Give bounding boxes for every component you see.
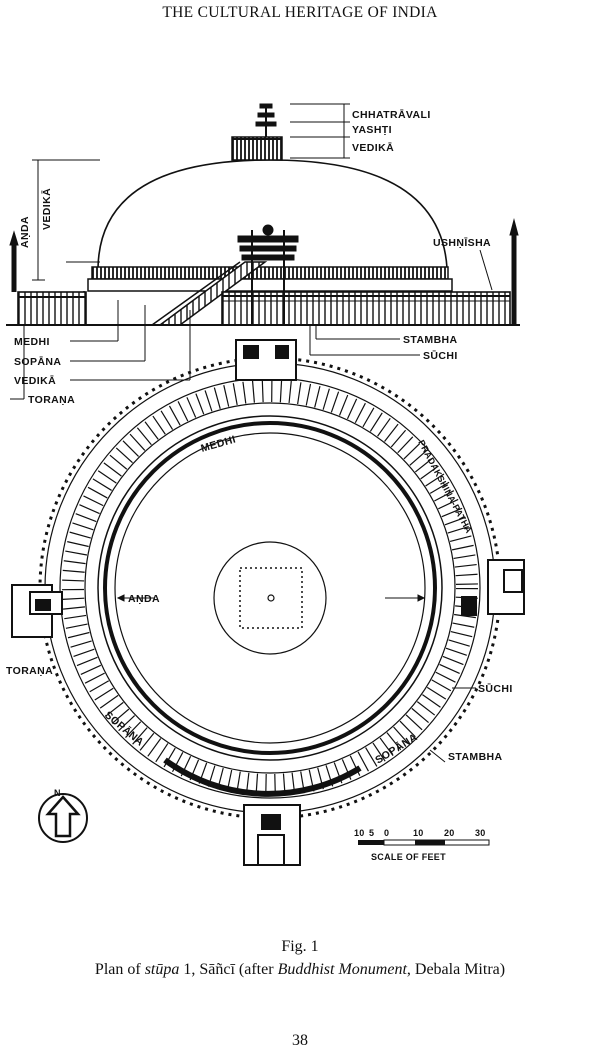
label-stambha-elev: STAMBHA: [403, 334, 458, 346]
north-arrow-icon: N: [38, 788, 88, 843]
label-vedika: VEDIKĀ: [14, 375, 56, 387]
label-torana: TORAṆA: [28, 394, 75, 406]
label-suchi-plan: SŪCHI: [478, 683, 513, 695]
sopana-plan: [163, 757, 362, 797]
plan-drawing: [11, 339, 525, 866]
label-ushnisha: USHṆĪSHA: [433, 237, 491, 249]
medhi-band: [91, 266, 449, 280]
harmika-circle: [213, 541, 327, 655]
harmika-vedika: [231, 136, 283, 161]
figure-caption: Plan of stūpa 1, Sāñcī (after Buddhist M…: [0, 961, 600, 979]
stambha-left: [9, 230, 19, 292]
label-torana-plan: TORAṆA: [6, 665, 53, 677]
scale-label: SCALE OF FEET: [371, 852, 446, 862]
caption-middle: 1, Sāñcī (after: [179, 961, 278, 978]
scale-tick: 30: [475, 828, 486, 838]
caption-prefix: Plan of: [94, 961, 145, 978]
scale-tick: 10: [354, 828, 365, 838]
label-anda-elevation: AṆDA: [19, 216, 31, 248]
ground-vedika-right: [221, 291, 511, 326]
scale-tick: 0: [384, 828, 389, 838]
east-gateway: [461, 559, 525, 616]
running-header: THE CULTURAL HERITAGE OF INDIA: [162, 4, 438, 21]
south-gateway: [243, 804, 301, 866]
scale-tick: 5: [369, 828, 374, 838]
caption-suffix: , Debala Mitra): [406, 961, 506, 978]
label-chhatravali: CHHATRĀVALI: [352, 109, 431, 121]
north-gateway: [235, 339, 297, 381]
scale-tick: 20: [444, 828, 455, 838]
label-sopana-left: SOPĀNA: [102, 709, 146, 749]
figure-number: Fig. 1: [281, 938, 319, 955]
label-medhi: MEDHI: [14, 336, 50, 348]
scale-bar: 10 5 0 10 20 30 SCALE OF FEET: [354, 828, 490, 862]
stambha-right: [509, 218, 519, 325]
outer-railing: [38, 356, 502, 820]
label-sopana: SOPĀNA: [14, 356, 61, 368]
medhi-ring: [97, 415, 443, 761]
label-yashti: YASHṬI: [352, 124, 392, 136]
caption-stupa: stūpa: [144, 961, 180, 978]
anda-circle: [114, 432, 426, 744]
label-stambha-plan: STAMBHA: [448, 751, 503, 763]
north-label: N: [54, 788, 61, 798]
label-vedika-side: VEDIKĀ: [41, 188, 53, 230]
label-vedika-top: VEDIKĀ: [352, 142, 394, 154]
caption-source: Buddhist Monument: [277, 961, 407, 978]
dome-anda: [97, 159, 448, 269]
west-gateway: [11, 584, 63, 638]
page-number: 38: [292, 1032, 308, 1049]
elevation-drawing: [6, 103, 520, 400]
pradakshina-patha: [62, 380, 478, 796]
label-anda-plan: AṆDA: [128, 593, 160, 605]
scale-tick: 10: [413, 828, 424, 838]
label-suchi-elev: SŪCHI: [423, 350, 458, 362]
harmika-square: [239, 567, 303, 629]
torana-elevation: [237, 224, 299, 325]
